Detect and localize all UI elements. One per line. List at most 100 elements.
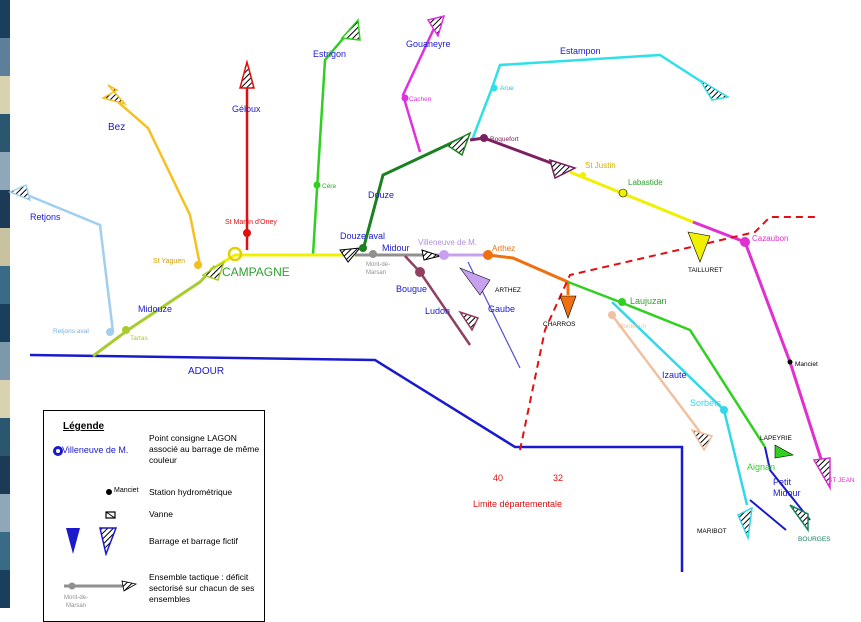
legend-title: Légende [63, 421, 105, 432]
retjons-river [14, 188, 115, 333]
cazaubon-label: Cazaubon [752, 234, 788, 243]
legend-tactical-example: Mont-de-Marsan [64, 595, 89, 609]
bougue-point [415, 267, 425, 277]
hydrometric-station-icon [106, 489, 112, 495]
maribot-branch [749, 499, 787, 531]
bez-fictif-dam-icon [101, 84, 128, 106]
douze-aval-point [359, 244, 367, 252]
izaute-river [611, 314, 701, 433]
st-martin-label: St Martin d'Oney [225, 219, 277, 226]
st-justin-reach [569, 170, 694, 224]
legend-panel: Légende Villeneuve de M. Point consigne … [43, 410, 265, 622]
cere-label: Cère [322, 183, 336, 190]
sorbets-label: Sorbets [690, 398, 722, 408]
midour-fictif-dam-icon [421, 249, 442, 261]
labastide-point [618, 188, 628, 198]
st-jean-label: ST JEAN [828, 477, 855, 484]
roquefort-fictif-dam-icon [548, 158, 577, 180]
retjons-aval-label: Retjons aval [53, 328, 89, 335]
legend-barrage-desc: Barrage et barrage fictif [149, 536, 238, 546]
st-yaguen-point [194, 261, 202, 269]
bourges-fictif-dam-icon [789, 504, 809, 533]
gouaneyre-label: Gouaneyre [406, 39, 451, 49]
tartas-point [122, 326, 130, 334]
midour-label: Midour [382, 243, 410, 253]
st-justin-point [580, 172, 586, 178]
estampon-fictif-dam-icon [699, 79, 731, 101]
arthez-label: Arthez [492, 244, 515, 253]
barrage-solid-icon [66, 528, 80, 554]
arue-point [490, 84, 498, 92]
maribot-label: MARIBOT [697, 528, 727, 535]
arue-label: Arue [500, 85, 514, 92]
retjons-aval-point [106, 328, 114, 336]
arthez-reach [487, 253, 570, 295]
cazaubon-reach [692, 220, 824, 463]
department-border [519, 216, 815, 451]
lapeyrie-dam-icon [774, 444, 794, 459]
legend-station-example: Manciet [114, 487, 139, 494]
campagne-point [227, 246, 243, 262]
villeneuve-label: Villeneuve de M. [418, 238, 477, 247]
aignan-label: Aignan [747, 462, 775, 472]
mont-de-marsan-point [369, 250, 377, 258]
estampon-river [470, 53, 723, 141]
bougue-river [404, 255, 472, 346]
gouaneyre-river [401, 21, 439, 153]
ludon-label: Ludon [425, 306, 450, 316]
douzeaval-fictif-dam-icon [339, 247, 362, 263]
dept-40-label: 40 [493, 473, 503, 483]
bez-label: Bez [108, 122, 125, 133]
tartas-label: Tartas [130, 335, 148, 342]
border-label: Limite départementale [473, 499, 562, 509]
sorbets-point [720, 406, 728, 414]
gouaneyre-fictif-dam-icon [426, 14, 446, 38]
laujuzan-point [618, 298, 626, 306]
adour-river [29, 353, 684, 572]
maribot-fictif-dam-icon [737, 506, 753, 541]
gelous-fictif-dam-icon [239, 59, 255, 89]
barrage-legend-icons [66, 527, 118, 556]
st-jean-fictif-dam-icon [812, 457, 831, 491]
arthez-point [483, 250, 493, 260]
tactical-ensemble-icon [64, 580, 138, 592]
bourges-label: BOURGES [798, 536, 831, 543]
charros-label: CHARROS [543, 321, 576, 328]
douze-river [361, 136, 463, 251]
bez-river [109, 94, 202, 266]
monlezun-point [608, 311, 616, 319]
laujuzan-reach [567, 280, 767, 448]
retjons-label: Retjons [30, 212, 61, 222]
estrigon-fictif-dam-icon [340, 18, 361, 41]
barrage-fictif-icon [99, 527, 118, 556]
estrigon-label: Estrigon [313, 49, 346, 59]
cachen-point [401, 94, 409, 102]
roquefort-point [480, 134, 488, 142]
st-martin-point [243, 229, 251, 237]
cere-point [313, 181, 321, 189]
mont-de-marsan-label: Mont-de-Marsan [366, 262, 390, 276]
izaute-fictif-dam-icon [690, 428, 714, 452]
left-edge-stripe [0, 0, 10, 610]
campagne-label: CAMPAGNE [222, 265, 290, 279]
retjons-fictif-dam-icon [8, 183, 32, 202]
legend-tactical-desc: Ensemble tactique : déficit sectorisé su… [149, 572, 255, 604]
monlezun-label: Monlezun [618, 323, 647, 330]
vanne-icon [105, 511, 116, 519]
manciet-label: Manciet [795, 361, 818, 368]
laujuzan-label: Laujuzan [630, 296, 667, 306]
cachen-label: Cachen [409, 96, 432, 103]
st-justin-label: St Justin [585, 161, 616, 170]
gelous-label: Géloux [232, 104, 261, 114]
legend-station-desc: Station hydrométrique [149, 487, 233, 497]
st-yaguen-label: St Yaguen [153, 258, 185, 265]
legend-point-example: Villeneuve de M. [62, 445, 129, 455]
legend-vanne-desc: Vanne [149, 509, 173, 519]
lapeyrie-label: LAPEYRIE [760, 435, 792, 442]
tailluret-dam-icon [687, 231, 711, 263]
midouze-label: Midouze [138, 304, 172, 314]
arthez-dam-icon [459, 267, 491, 296]
petit-midour-river [764, 446, 811, 521]
